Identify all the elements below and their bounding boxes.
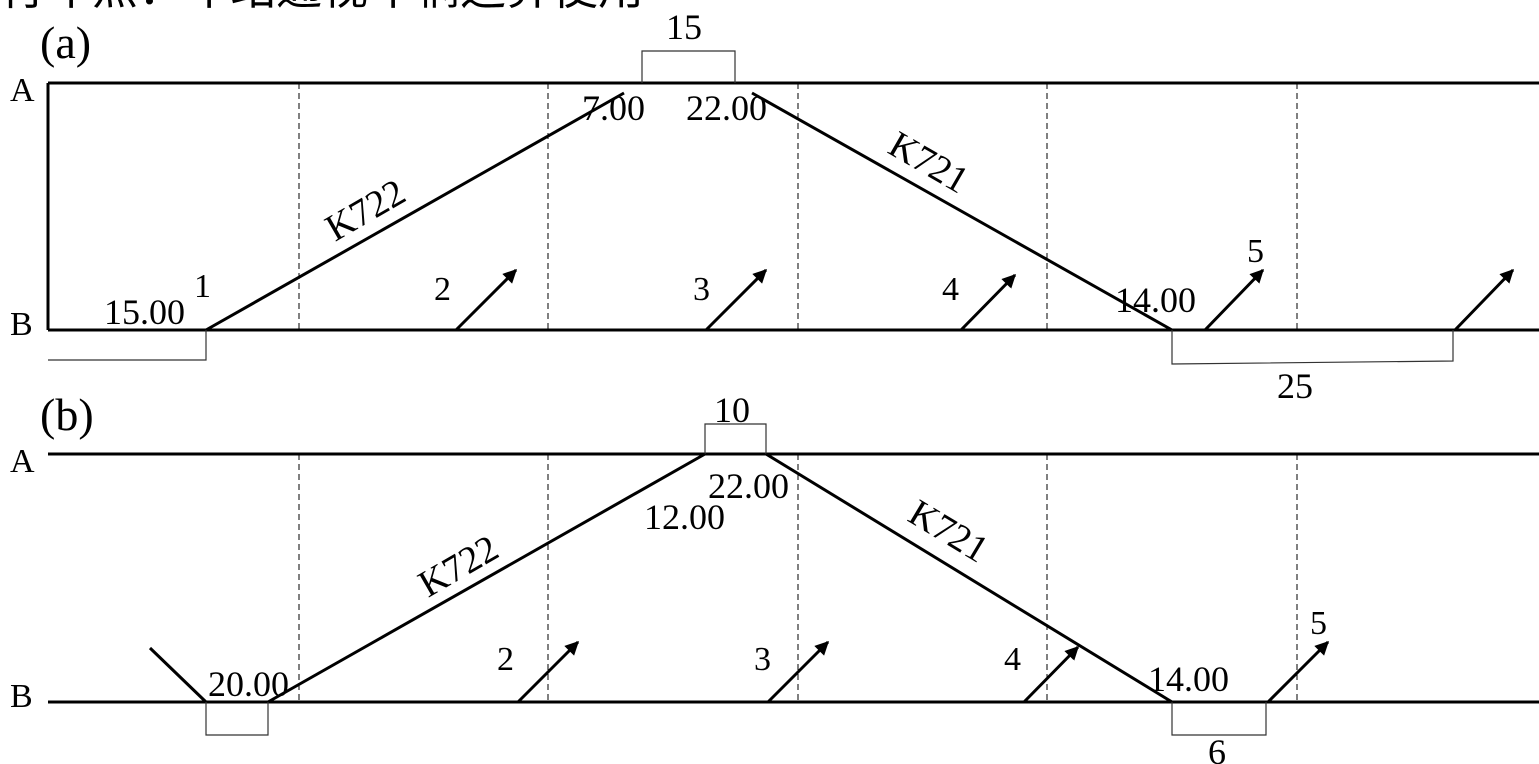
panel-b-train-k721-line [765, 452, 1173, 704]
panel-b-left-bracket [205, 702, 269, 736]
panel-a-arrow-icon [454, 268, 518, 332]
panel-b-time-apex-right: 22.00 [708, 466, 789, 506]
panel-a-train-k721-line [751, 91, 1173, 332]
panel-a-arrow-icon [704, 268, 768, 332]
panel-b-arrow-label: 5 [1310, 605, 1327, 642]
panel-a-track-b-label: B [10, 306, 33, 343]
panel-b-track-a-label: A [10, 443, 35, 480]
panel-b-time-right-b: 14.00 [1148, 659, 1229, 699]
panel-a: (a) A B 15 K722 K721 15.00 7.00 22.00 14… [10, 7, 1539, 406]
panel-a-train-k721-label: K721 [882, 123, 976, 202]
panel-b-arrow-icon [1022, 645, 1080, 704]
header-text: 行车点：车站通视车辆运算使用 [0, 0, 644, 15]
panel-a-arrow-label: 5 [1247, 233, 1264, 270]
panel-b-apex-bracket [704, 423, 767, 454]
panel-a-bottom-bracket [1171, 330, 1454, 365]
panel-b-apex-gap-label: 10 [714, 390, 750, 430]
panel-b-track-b-label: B [10, 678, 33, 715]
panel-a-left-bracket [48, 330, 207, 361]
panel-b-time-apex-left: 12.00 [644, 497, 725, 537]
panel-a-arrow-icon [1453, 268, 1515, 332]
panel-b-arrow-icon [1266, 640, 1330, 704]
panel-b-train-k721-label: K721 [901, 492, 995, 571]
panel-b-arrow-label: 2 [497, 641, 514, 678]
panel-b-arrow-label: 4 [1004, 641, 1021, 678]
panel-a-arrow-icon [1203, 268, 1265, 332]
panel-a-arrow-label: 4 [942, 271, 959, 308]
panel-b-arrow-icon [766, 640, 830, 704]
panel-a-label: (a) [40, 17, 91, 68]
panel-a-apex-bracket [641, 50, 736, 83]
panel-a-apex-gap-label: 15 [666, 7, 702, 47]
panel-a-time-left-b: 15.00 [104, 292, 185, 332]
panel-b-time-left-b: 20.00 [208, 664, 289, 704]
panel-b-label: (b) [40, 389, 94, 440]
panel-b-arrow-icon [516, 640, 580, 704]
panel-a-bottom-gap-label: 25 [1277, 366, 1313, 406]
panel-a-arrow-label: 3 [693, 271, 710, 308]
panel-a-train-k722-line [205, 91, 625, 332]
panel-a-arrow-label: 1 [194, 268, 211, 305]
panel-a-time-apex-left: 7.00 [582, 88, 645, 128]
panel-b-train-k722-line [267, 452, 706, 704]
panel-a-arrow-icon [959, 273, 1017, 332]
panel-a-track-a-label: A [10, 72, 35, 109]
panel-a-time-apex-right: 22.00 [686, 88, 767, 128]
panel-b-arrow-label: 3 [754, 641, 771, 678]
panel-b-bottom-bracket [1171, 702, 1267, 736]
panel-b-bottom-gap-label: 6 [1208, 732, 1226, 764]
panel-a-arrow-label: 2 [434, 271, 451, 308]
panel-a-time-right-b: 14.00 [1115, 280, 1196, 320]
panel-b: (b) A B 10 K722 K721 20.00 12.00 22.00 1… [10, 389, 1539, 764]
panel-b-entry-line [148, 646, 208, 704]
